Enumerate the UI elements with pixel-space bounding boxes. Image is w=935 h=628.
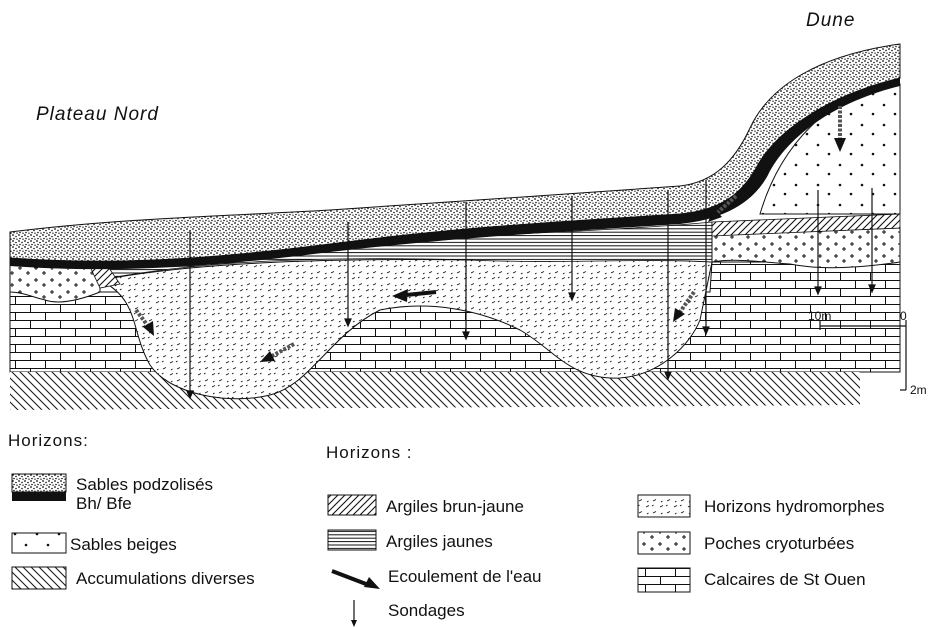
- legend-swatch-hatch-fwd: [328, 495, 376, 515]
- legend-label: Accumulations diverses: [76, 569, 255, 588]
- legend-item-brown-clay: Argiles brun-jaune: [328, 495, 524, 516]
- section-body: [10, 44, 900, 410]
- legend-label: Argiles jaunes: [386, 532, 493, 551]
- legend-item-cryoturbation: Poches cryoturbées: [638, 532, 854, 554]
- legend-label: Ecoulement de l'eau: [388, 567, 542, 586]
- legend-item-probe: Sondages: [351, 600, 465, 627]
- legend-item-hydromorphic: Horizons hydromorphes: [638, 495, 884, 517]
- legend-label: Poches cryoturbées: [704, 534, 854, 553]
- legend-swatch-black: [12, 492, 66, 501]
- legend-swatch-stipple: [12, 474, 66, 492]
- legend-label: Argiles brun-jaune: [386, 497, 524, 516]
- legend-heading-left: Horizons:: [8, 431, 89, 450]
- bedrock-hatch: [10, 372, 860, 410]
- arrow-icon: [332, 571, 380, 589]
- legend-item-podzol: Sables podzolisés Bh/ Bfe: [12, 474, 213, 513]
- legend-item-beige-sand: Sables beiges: [12, 533, 177, 554]
- legend-item-accumulations: Accumulations diverses: [12, 567, 255, 589]
- legend-swatch-plus: [638, 532, 690, 554]
- legend-swatch-brick: [638, 568, 690, 592]
- legend-label: Horizons hydromorphes: [704, 497, 884, 516]
- scale-2m: 2m: [910, 383, 927, 397]
- legend-heading-mid: Horizons :: [326, 443, 413, 462]
- legend-swatch-hatch-back: [12, 567, 66, 589]
- legend-swatch-dots: [12, 533, 66, 553]
- plateau-nord-label: Plateau Nord: [36, 104, 159, 125]
- scale-10m: 10m: [808, 309, 831, 323]
- probe-icon: [351, 600, 357, 627]
- legend-label: Calcaires de St Ouen: [704, 570, 866, 589]
- legend-item-water-flow: Ecoulement de l'eau: [332, 567, 542, 589]
- legend-label: Bh/ Bfe: [76, 494, 132, 513]
- legend-label: Sables podzolisés: [76, 475, 213, 494]
- legend-item-limestone: Calcaires de St Ouen: [638, 568, 866, 592]
- legend-swatch-dashes: [638, 495, 690, 517]
- legend-item-yellow-clay: Argiles jaunes: [328, 530, 493, 551]
- legend-label: Sondages: [388, 601, 465, 620]
- scale-0: 0: [900, 309, 907, 323]
- dune-label: Dune: [806, 10, 855, 31]
- legend-swatch-hlines: [328, 530, 376, 550]
- legend: Horizons: Sables podzolisés Bh/ Bfe Sabl…: [8, 431, 884, 627]
- legend-label: Sables beiges: [70, 535, 177, 554]
